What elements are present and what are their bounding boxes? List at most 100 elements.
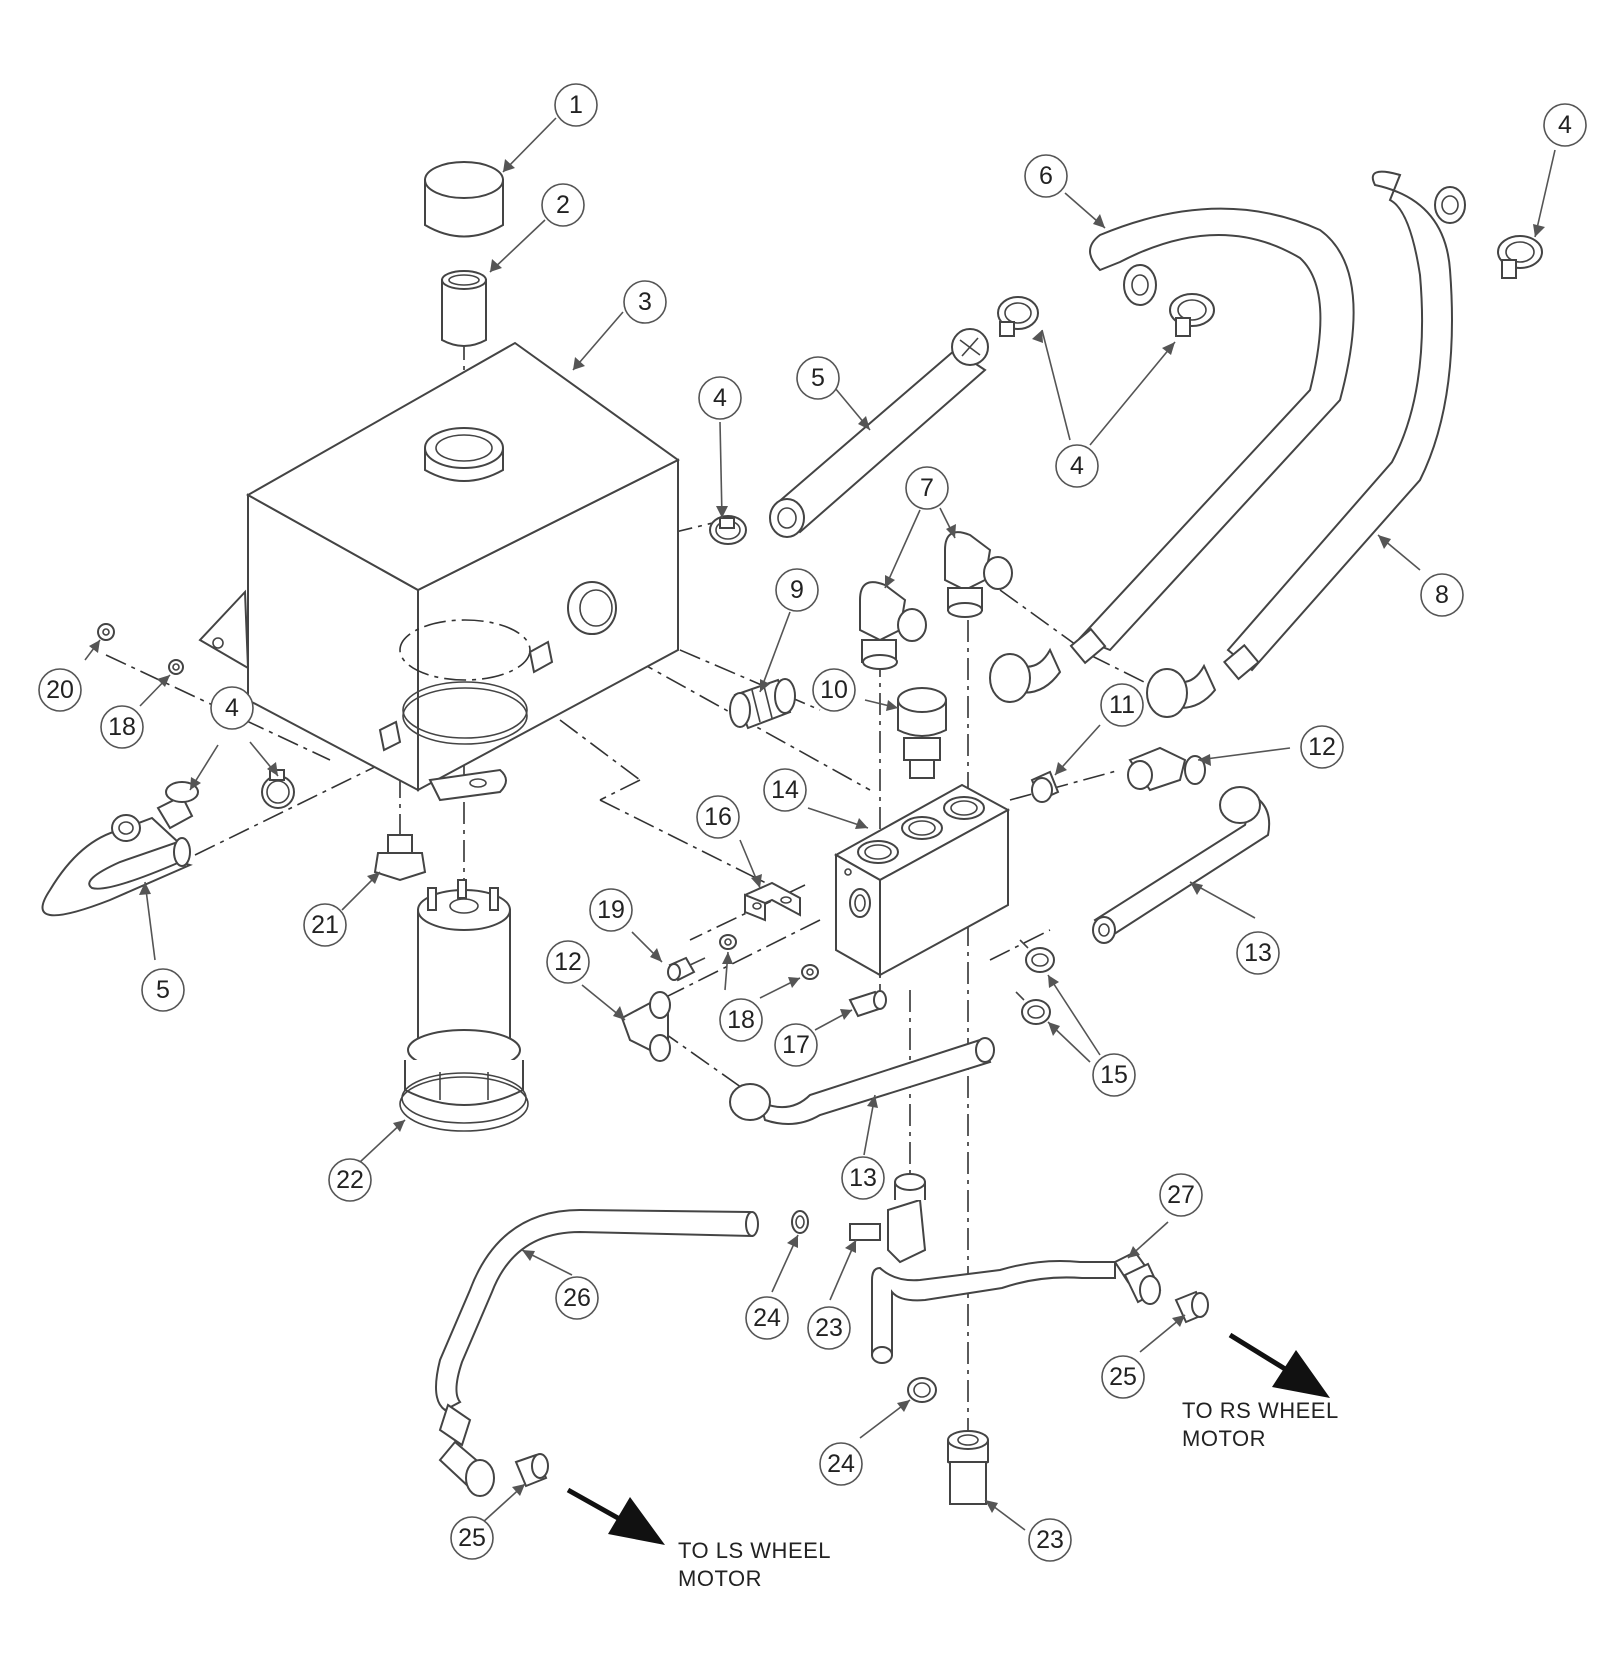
note-ls-line2: MOTOR [678,1566,762,1591]
plug-11 [1030,770,1060,803]
callout-13-right: 13 [1236,931,1280,975]
callout-15: 15 [1092,1053,1136,1097]
elbow-fitting-12-right [1127,746,1206,792]
arrow-to-ls [566,1487,665,1545]
return-hose-6-part [989,207,1355,703]
tank-part [198,341,680,802]
callout-19: 19 [589,888,633,932]
svg-text:7: 7 [920,474,934,502]
svg-text:9: 9 [790,576,804,604]
svg-text:24: 24 [827,1450,855,1478]
svg-text:15: 15 [1100,1061,1128,1089]
callout-8: 8 [1420,573,1464,617]
callout-18-left: 18 [100,705,144,749]
svg-text:25: 25 [458,1524,486,1552]
hose-26 [435,1208,759,1497]
svg-text:4: 4 [713,384,727,412]
callout-5-lower: 5 [141,968,185,1012]
callout-23-upper: 23 [807,1306,851,1350]
svg-text:26: 26 [563,1284,591,1312]
svg-text:18: 18 [108,713,136,741]
elbow-fitting-7-left [859,581,927,670]
svg-text:4: 4 [225,694,239,722]
leader-lines [84,117,1556,1531]
svg-text:4: 4 [1558,111,1572,139]
svg-text:25: 25 [1109,1363,1137,1391]
hose-clamp-upper-5 [997,296,1039,337]
suction-hose-upper-part [769,328,989,538]
svg-text:5: 5 [811,364,825,392]
svg-text:23: 23 [1036,1526,1064,1554]
callout-13-lower: 13 [841,1156,885,1200]
callout-10: 10 [812,668,856,712]
svg-text:22: 22 [336,1166,364,1194]
svg-text:12: 12 [1308,733,1336,761]
fitting-23-lower [947,1430,989,1505]
callout-14: 14 [763,768,807,812]
callout-23-lower: 23 [1028,1518,1072,1562]
callout-22: 22 [328,1158,372,1202]
svg-text:8: 8 [1435,581,1449,609]
suction-hose-lower-part [41,814,193,917]
callout-9: 9 [775,568,819,612]
svg-text:13: 13 [849,1164,877,1192]
note-rs-line1: TO RS WHEEL [1182,1398,1339,1423]
clamp-24-upper [791,1210,809,1234]
svg-text:14: 14 [771,776,799,804]
callout-4-top-right: 4 [1543,103,1587,147]
clamp-24-lower [907,1377,937,1403]
svg-text:16: 16 [704,803,732,831]
hose-13-lower [729,1037,995,1125]
svg-text:19: 19 [597,896,625,924]
callout-20: 20 [38,668,82,712]
adapter-25-right [1174,1290,1209,1324]
svg-text:13: 13 [1244,939,1272,967]
svg-text:3: 3 [638,288,652,316]
note-to-rs-wheel-motor: TO RS WHEEL MOTOR [1182,1398,1339,1451]
elbow-fitting-7-right [944,531,1013,618]
hose-clamp-top-right [1497,235,1543,279]
callout-4-hose-clamp-center: 4 [1055,444,1099,488]
callout-5-upper: 5 [796,356,840,400]
callout-24-lower: 24 [819,1442,863,1486]
manifold-block-14 [833,783,1011,977]
cap-part [424,161,504,238]
fitting-23-upper [849,1173,927,1264]
callout-26: 26 [555,1276,599,1320]
svg-text:20: 20 [46,676,74,704]
callout-bubbles: 1 2 3 4 4 4 4 5 5 6 7 8 9 10 11 12 12 13… [38,83,1587,1562]
svg-text:24: 24 [753,1304,781,1332]
callout-3: 3 [623,280,667,324]
svg-text:6: 6 [1039,162,1053,190]
svg-text:12: 12 [554,948,582,976]
return-hose-8-part [1146,170,1466,718]
svg-text:21: 21 [311,911,339,939]
note-rs-line2: MOTOR [1182,1426,1266,1451]
drain-plug-part [373,834,427,882]
hose-27 [871,1250,1162,1364]
callout-4-lower-left: 4 [210,686,254,730]
callout-16: 16 [696,795,740,839]
note-to-ls-wheel-motor: TO LS WHEEL MOTOR [678,1538,831,1591]
bracket-16 [744,881,801,922]
hose-13-right [1092,786,1271,944]
filter-element-part [399,879,529,1132]
hose-clamp-lower-left [156,769,295,830]
svg-text:27: 27 [1167,1181,1195,1209]
svg-text:11: 11 [1109,691,1135,719]
adapter-25-left [514,1453,549,1488]
callout-12-right: 12 [1300,725,1344,769]
callout-25-left: 25 [450,1516,494,1560]
spring-clamp-15 [1015,939,1055,1025]
callout-2: 2 [541,183,585,227]
strainer-part [441,270,487,347]
svg-text:18: 18 [727,1006,755,1034]
svg-text:23: 23 [815,1314,843,1342]
svg-text:1: 1 [569,91,583,119]
callout-21: 21 [303,903,347,947]
callout-7: 7 [905,466,949,510]
hose-clamp-on-6 [1169,293,1215,337]
callout-1: 1 [554,83,598,127]
